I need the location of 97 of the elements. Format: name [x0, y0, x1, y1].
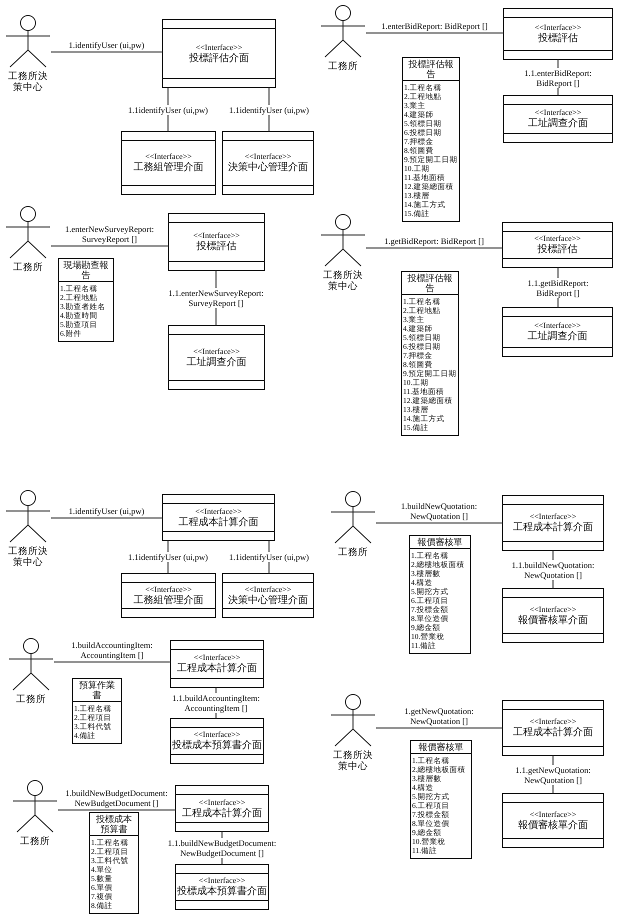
- interface-box: [222, 573, 314, 618]
- class-name: 工程成本計算介面: [513, 522, 593, 534]
- stereotype-label: <<Interface>>: [534, 234, 581, 244]
- class-name: 工程成本計算介面: [182, 808, 262, 820]
- class-name: 工程成本計算介面: [177, 663, 257, 675]
- stereotype-label: <<Interface>>: [193, 346, 240, 356]
- interface-box: [222, 131, 314, 195]
- edge-label: 1.1.getNewQuotation: NewQuotation []: [514, 764, 592, 784]
- interface-box: [175, 864, 269, 910]
- class-name: 決策中心管理介面: [228, 162, 308, 174]
- edge-label: 1.1identifyUser (ui,pw): [126, 104, 210, 114]
- edge-label: 1.1identifyUser (ui,pw): [228, 104, 310, 114]
- card-heading: 預算作業書: [79, 680, 115, 700]
- class-name: 投標成本預算書介面: [177, 886, 267, 898]
- actor-label: 工務所決策中心: [323, 271, 363, 293]
- class-name: 工址調查介面: [186, 356, 246, 368]
- actor-label: 工務所決策中心: [8, 547, 48, 569]
- class-name: 工程成本計算介面: [513, 727, 593, 739]
- stereotype-label: <<Interface>>: [198, 798, 246, 808]
- class-name: 工程成本計算介面: [178, 516, 258, 528]
- stereotype-label: <<Interface>>: [530, 604, 576, 614]
- class-name: 工務組管理介面: [134, 594, 204, 606]
- card-heading: 報價審核單: [418, 537, 462, 547]
- actor-label: 工務所: [15, 695, 47, 706]
- edge-label: 1.1.enterBidReport: BidReport []: [523, 68, 593, 88]
- class-name: 決策中心管理介面: [228, 594, 308, 606]
- interface-box: [175, 785, 269, 832]
- stereotype-label: <<Interface>>: [244, 584, 292, 594]
- interface-box: [162, 494, 275, 541]
- edge-label: 1.1identifyUser (ui,pw): [228, 552, 310, 562]
- interface-box: [502, 588, 604, 643]
- stereotype-label: <<Interface>>: [194, 730, 240, 740]
- card-heading: 報價審核單: [418, 742, 464, 752]
- stereotype-label: <<Interface>>: [244, 152, 292, 162]
- interface-box: [168, 213, 265, 271]
- data-card: [401, 271, 459, 436]
- edge-label: 1.1.getBidReport: BidReport []: [526, 278, 590, 298]
- stereotype-label: <<Interface>>: [534, 108, 582, 118]
- stereotype-label: <<Interface>>: [193, 231, 240, 240]
- card-heading: 現場勘查報告: [64, 260, 108, 280]
- edge-label: 1.enterBidReport: BidReport []: [380, 21, 489, 31]
- connector-line: [376, 522, 502, 524]
- data-card: [72, 678, 122, 744]
- interface-box: [502, 495, 604, 551]
- stereotype-label: <<Interface>>: [145, 584, 192, 594]
- stereotype-label: <<Interface>>: [530, 810, 576, 820]
- interface-box: [170, 718, 264, 764]
- edge-label: 1.1.buildNewQuotation: NewQuotation []: [510, 560, 596, 580]
- actor-label: 工務所: [19, 837, 51, 848]
- interface-box: [121, 573, 216, 618]
- interface-box: [503, 95, 613, 143]
- data-card: [410, 740, 472, 859]
- interface-box: [168, 325, 265, 390]
- class-name: 投標評估: [538, 244, 578, 256]
- stereotype-label: <<Interface>>: [195, 506, 242, 516]
- stereotype-label: <<Interface>>: [534, 321, 581, 330]
- actor-label: 工務所決策中心: [333, 751, 373, 773]
- actor-label: 工務所: [327, 62, 359, 73]
- data-card: [409, 535, 471, 654]
- data-card: [402, 57, 460, 222]
- stereotype-label: <<Interface>>: [145, 152, 192, 162]
- stereotype-label: <<Interface>>: [196, 42, 242, 52]
- actor-label: 工務所: [337, 548, 369, 559]
- interface-box: [121, 131, 216, 195]
- stereotype-label: <<Interface>>: [530, 512, 576, 522]
- class-name: 投標成本預算書介面: [172, 740, 262, 752]
- edge-label: 1.identifyUser (ui,pw): [68, 506, 146, 516]
- interface-box: [502, 793, 604, 848]
- interface-box: [502, 307, 613, 357]
- stereotype-label: <<Interface>>: [530, 717, 576, 726]
- class-name: 工址調查介面: [528, 118, 588, 130]
- interface-box: [502, 700, 604, 756]
- stereotype-label: <<Interface>>: [194, 653, 240, 662]
- class-name: 報價審核單介面: [518, 614, 588, 626]
- class-name: 工址調查介面: [528, 331, 588, 343]
- class-name: 投標評估: [538, 33, 578, 45]
- interface-box: [503, 8, 613, 60]
- class-name: 投標評估: [196, 241, 236, 253]
- stereotype-label: <<Interface>>: [198, 876, 246, 886]
- connector-line: [366, 32, 504, 34]
- card-heading: 投標評估報告: [408, 59, 454, 79]
- stereotype-label: <<Interface>>: [534, 23, 582, 32]
- card-heading: 投標成本預算書: [96, 814, 132, 834]
- data-card: [58, 258, 114, 342]
- edge-label: 1.1identifyUser (ui,pw): [126, 552, 210, 562]
- card-heading: 投標評估報告: [408, 273, 452, 293]
- actor-label: 工務所決策中心: [8, 72, 48, 94]
- class-name: 投標評估介面: [189, 52, 249, 64]
- actor-label: 工務所: [12, 263, 44, 274]
- interface-box: [170, 640, 264, 688]
- class-name: 報價審核單介面: [518, 820, 588, 832]
- interface-box: [502, 222, 613, 268]
- interface-box: [162, 19, 276, 88]
- class-name: 工務組管理介面: [134, 162, 204, 174]
- edge-label: 1.getBidReport: BidReport []: [383, 236, 485, 246]
- edge-label: 1.identifyUser (ui,pw): [68, 40, 146, 50]
- data-card: [89, 812, 139, 914]
